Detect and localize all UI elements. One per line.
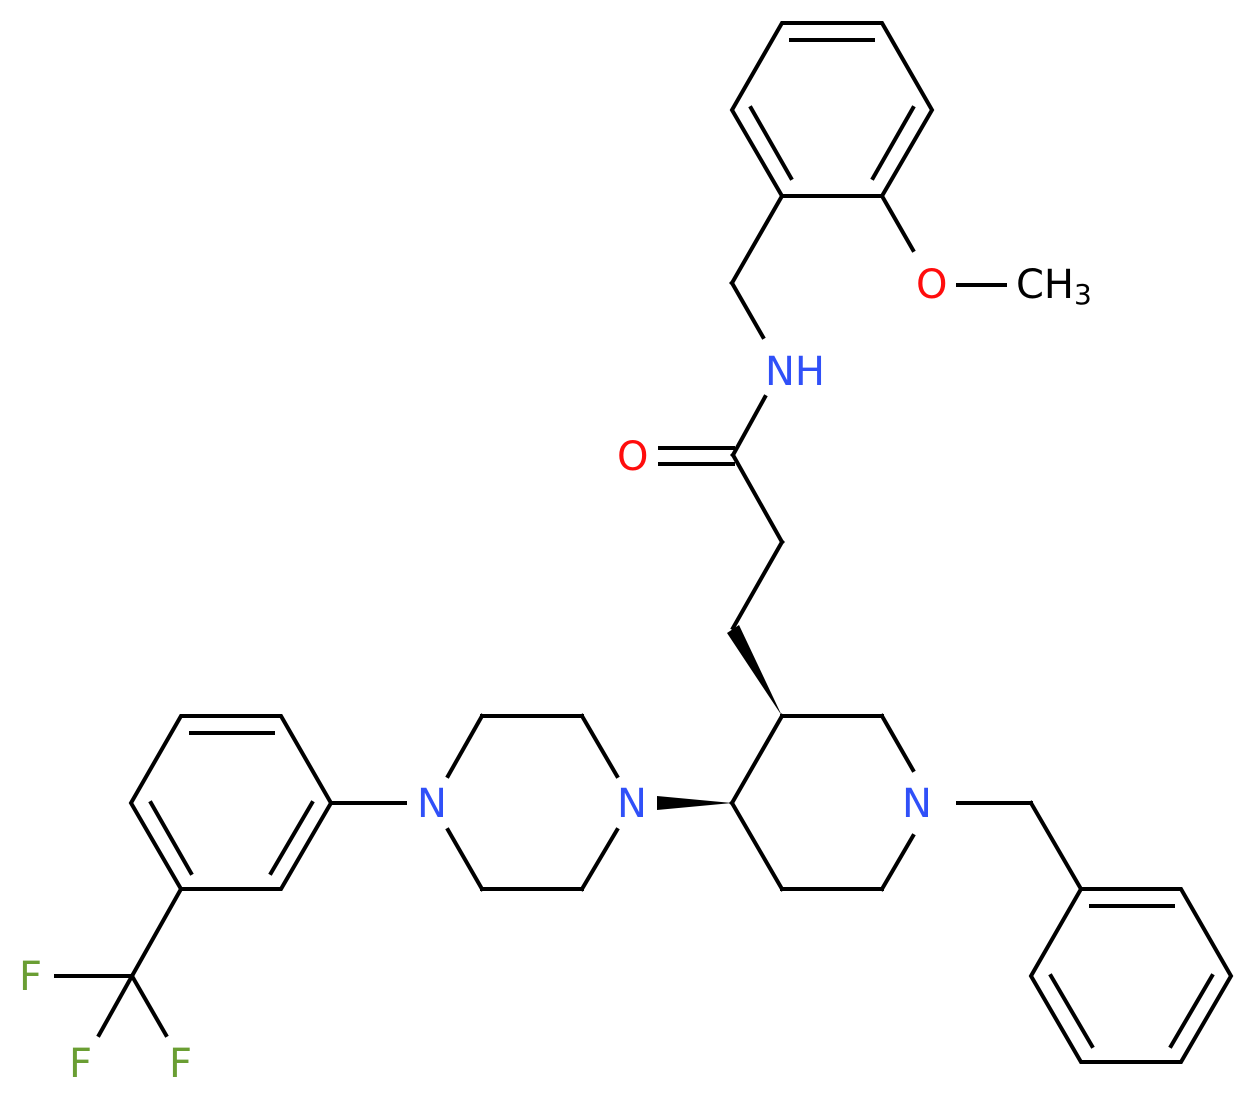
stereo-wedge-bond-1 xyxy=(727,625,782,716)
piperazine-ring: N N xyxy=(329,713,647,892)
n-benzyl-group xyxy=(956,800,1234,1064)
fluorine-label-3: F xyxy=(169,1041,192,1087)
amide-group: O xyxy=(617,394,785,631)
piperazine-nitrogen-left-label: N xyxy=(417,781,447,827)
trifluoromethyl-group: F F F xyxy=(19,886,192,1087)
methoxy-oxygen-label: O xyxy=(916,262,947,308)
fluorine-label-1: F xyxy=(19,954,42,1000)
stereo-wedge-bond-2 xyxy=(657,796,732,810)
methoxyphenyl-ring xyxy=(729,21,935,198)
trifluoromethylphenyl-ring xyxy=(128,714,334,891)
piperazine-nitrogen-right-label: N xyxy=(617,781,647,827)
methoxy-group: O CH3 xyxy=(879,193,1092,311)
benzyl-linker xyxy=(729,193,785,340)
carbonyl-oxygen-label: O xyxy=(617,434,648,480)
fluorine-label-2: F xyxy=(69,1041,92,1087)
piperidine-nitrogen-label: N xyxy=(902,781,932,827)
piperidine-ring: N xyxy=(729,713,932,892)
methyl-label: CH3 xyxy=(1016,262,1092,311)
amide-nitrogen-label: NH xyxy=(765,349,825,395)
